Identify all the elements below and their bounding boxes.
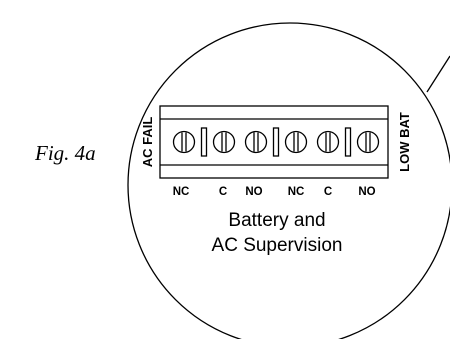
screw-head [316, 130, 340, 154]
terminal-divider-3 [344, 127, 352, 157]
terminal-screw-5 [316, 130, 340, 154]
pointer-line [426, 55, 450, 93]
screw-head [356, 130, 380, 154]
terminal-label-3: NO [245, 186, 262, 198]
terminal-label-4: NC [288, 186, 305, 198]
screw-head [212, 130, 236, 154]
terminal-block [159, 105, 389, 179]
terminal-label-6: NO [358, 186, 375, 198]
terminal-label-1: NC [173, 186, 190, 198]
terminal-screw-3 [244, 130, 268, 154]
low-bat-label: LOW BAT [397, 112, 412, 172]
terminal-labels: NC C NO NC C NO [173, 186, 376, 198]
terminal-label-2: C [219, 186, 227, 198]
terminal-block-outer [159, 105, 389, 179]
terminal-screw-2 [212, 130, 236, 154]
figure-label: Fig. 4a [34, 141, 96, 165]
caption-line-2: AC Supervision [212, 235, 343, 256]
terminal-screws [172, 127, 380, 157]
terminal-label-5: C [324, 186, 332, 198]
terminal-divider-2 [272, 127, 280, 157]
ac-fail-label: AC FAIL [140, 117, 155, 168]
terminal-screw-6 [356, 130, 380, 154]
caption-line-1: Battery and [228, 210, 325, 231]
terminal-divider-1 [200, 127, 208, 157]
screw-head [244, 130, 268, 154]
magnifier-circle [127, 22, 450, 339]
screw-head [172, 130, 196, 154]
terminal-screw-4 [284, 130, 308, 154]
screw-head [284, 130, 308, 154]
terminal-screw-1 [172, 130, 196, 154]
